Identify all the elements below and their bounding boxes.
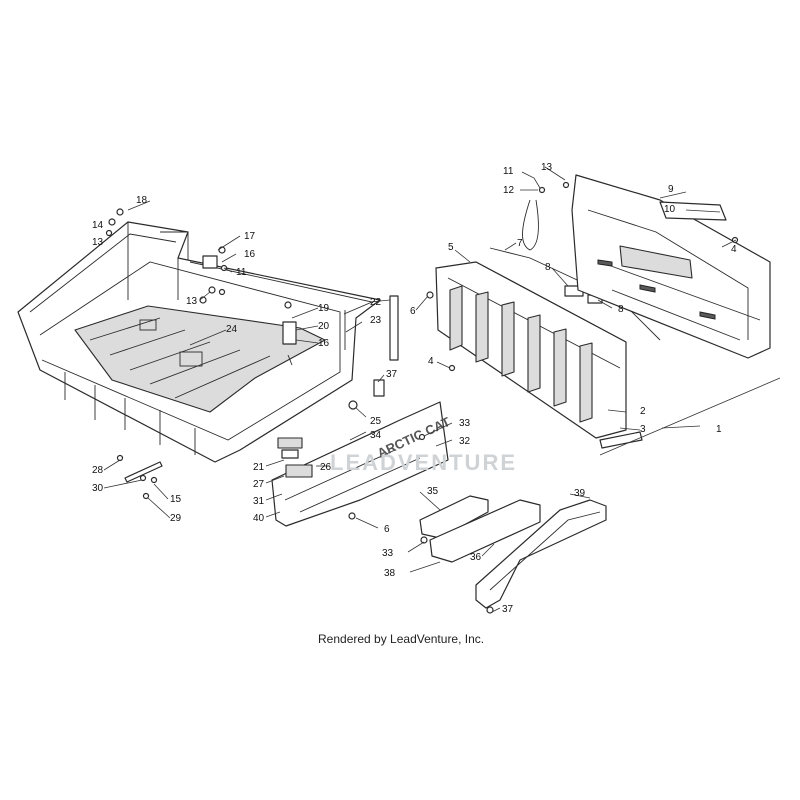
callout-38: 38 [384, 568, 396, 579]
callout-33b: 33 [382, 548, 394, 559]
cargo-box [17, 221, 381, 463]
callout-31: 31 [253, 496, 265, 507]
callout-10: 10 [664, 204, 676, 215]
callout-4b: 4 [428, 356, 434, 367]
callout-27: 27 [253, 479, 265, 490]
callout-37a: 37 [386, 369, 398, 380]
callout-37b: 37 [502, 604, 514, 615]
tailgate-frame [426, 247, 661, 449]
callout-35: 35 [427, 486, 439, 497]
callout-20: 20 [318, 321, 330, 332]
callout-36: 36 [470, 552, 482, 563]
callout-39: 39 [574, 488, 586, 499]
callout-8b: 8 [618, 304, 624, 315]
callout-33a: 33 [459, 418, 471, 429]
callout-5: 5 [448, 242, 454, 253]
callout-13b: 13 [92, 237, 104, 248]
callout-21: 21 [253, 462, 265, 473]
callout-2: 2 [640, 406, 646, 417]
callout-24: 24 [226, 324, 238, 335]
callout-29: 29 [170, 513, 182, 524]
callout-7: 7 [517, 238, 523, 249]
callout-11a: 11 [503, 166, 514, 177]
fender-pieces [348, 433, 607, 614]
callout-8a: 8 [545, 262, 551, 273]
callout-9: 9 [668, 184, 674, 195]
callout-1: 1 [716, 424, 722, 435]
callout-15: 15 [170, 494, 182, 505]
callout-28: 28 [92, 465, 104, 476]
hardware-left [105, 208, 228, 500]
callout-26: 26 [320, 462, 332, 473]
callout-11b: 11 [236, 267, 247, 278]
callout-23: 23 [370, 315, 382, 326]
callout-18: 18 [136, 195, 148, 206]
callout-22: 22 [370, 297, 382, 308]
callout-14: 14 [92, 220, 104, 231]
callout-12: 12 [503, 185, 515, 196]
callout-32: 32 [459, 436, 471, 447]
callout-25: 25 [370, 416, 382, 427]
callout-17: 17 [244, 231, 256, 242]
callout-13c: 13 [186, 296, 198, 307]
side-panel-assembly: ARCTIC CAT [271, 295, 452, 527]
callout-13a: 13 [541, 162, 553, 173]
callout-4a: 4 [731, 244, 737, 255]
callout-16a: 16 [244, 249, 256, 260]
callout-19: 19 [318, 303, 330, 314]
footer-credit: Rendered by LeadVenture, Inc. [318, 632, 484, 646]
watermark-text: LEADVENTURE [330, 450, 517, 475]
callout-6b: 6 [384, 524, 390, 535]
callout-16b: 16 [318, 338, 330, 349]
callout-labels: 1 2 3 4 4 5 6 6 7 8 8 9 10 11 11 12 13 1… [92, 162, 737, 615]
leader-lines [103, 166, 737, 613]
callout-30: 30 [92, 483, 104, 494]
callout-6a: 6 [410, 306, 416, 317]
callout-40: 40 [253, 513, 265, 524]
assembly-outline [599, 377, 781, 456]
tailgate-panel [522, 174, 771, 359]
callout-3: 3 [640, 424, 646, 435]
callout-34: 34 [370, 430, 382, 441]
